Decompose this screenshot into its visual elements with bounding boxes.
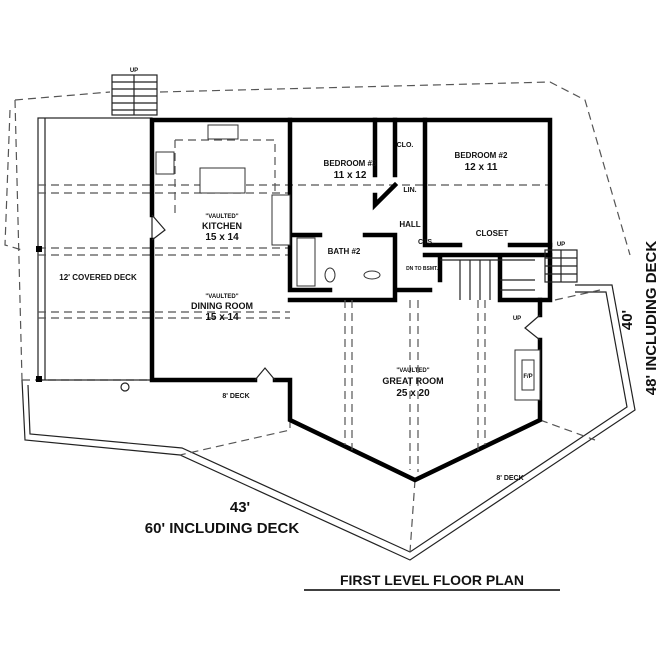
bath2-label: BATH #2: [328, 247, 361, 256]
post: [36, 376, 42, 382]
bedroom2-size: 12 x 11: [465, 162, 498, 173]
stairs-right: [544, 249, 578, 283]
deck-outline-left: [4, 109, 23, 251]
dining-label: DINING ROOM: [191, 301, 253, 311]
clo-label: CLO.: [397, 142, 414, 149]
kitchen-sink: [207, 124, 239, 140]
door-kitchen-deck: [151, 214, 166, 241]
great-room-beams: [344, 300, 486, 472]
deck-outline: [14, 81, 631, 381]
stairs-top: [111, 74, 158, 116]
bathtub: [296, 237, 316, 287]
cts-label: CTS.: [418, 239, 434, 246]
interior-walls: [287, 117, 553, 303]
closet-label: CLOSET: [476, 229, 509, 238]
deck-edge: [22, 289, 601, 553]
fireplace: [514, 349, 541, 401]
bedroom3-size: 11 x 12: [334, 170, 367, 181]
kitchen-size: 15 x 14: [205, 232, 239, 243]
width-deck-dimension: 60' INCLUDING DECK: [145, 520, 300, 537]
bedroom2-label: BEDROOM #2: [455, 151, 508, 160]
up-inner-label: UP: [513, 316, 521, 322]
up-top-label: UP: [130, 68, 138, 74]
kitchen-note: "VAULTED": [205, 214, 238, 220]
post: [36, 246, 42, 252]
covered-deck: [37, 117, 153, 381]
fp-label: F/P: [523, 374, 532, 380]
kitchen-label: KITCHEN: [202, 221, 242, 231]
covered-deck-label: 12' COVERED DECK: [59, 273, 137, 282]
lin-label: LIN.: [403, 187, 416, 194]
up-right-label: UP: [557, 242, 565, 248]
depth-deck-dimension: 48' INCLUDING DECK: [643, 241, 660, 396]
great-label: GREAT ROOM: [382, 376, 443, 386]
bedroom3-label: BEDROOM #3: [324, 159, 377, 168]
deck-railing: [21, 284, 636, 561]
toilet: [324, 267, 336, 283]
column-marker: [120, 382, 130, 392]
stairs-basement: [440, 259, 535, 300]
dining-note: "VAULTED": [205, 294, 238, 300]
dining-size: 15 x 14: [205, 312, 239, 323]
hall-label: HALL: [399, 220, 420, 229]
door-great-deck: [524, 314, 541, 341]
exterior-walls: [149, 117, 553, 483]
sink: [363, 270, 381, 280]
deck-right-label: 8' DECK: [496, 475, 523, 482]
plan-title: FIRST LEVEL FLOOR PLAN: [340, 572, 524, 588]
width-dimension: 43': [230, 499, 250, 516]
refrigerator: [271, 194, 291, 246]
great-size: 25 x 20: [396, 388, 430, 399]
kitchen-island: [199, 167, 246, 194]
great-note: "VAULTED": [396, 368, 429, 374]
depth-dimension: 40': [619, 310, 636, 330]
door-dining-deck: [254, 367, 276, 381]
deck-left-label: 8' DECK: [222, 393, 249, 400]
stairs-label: DN TO BSMT.: [406, 266, 438, 272]
range: [155, 151, 175, 175]
